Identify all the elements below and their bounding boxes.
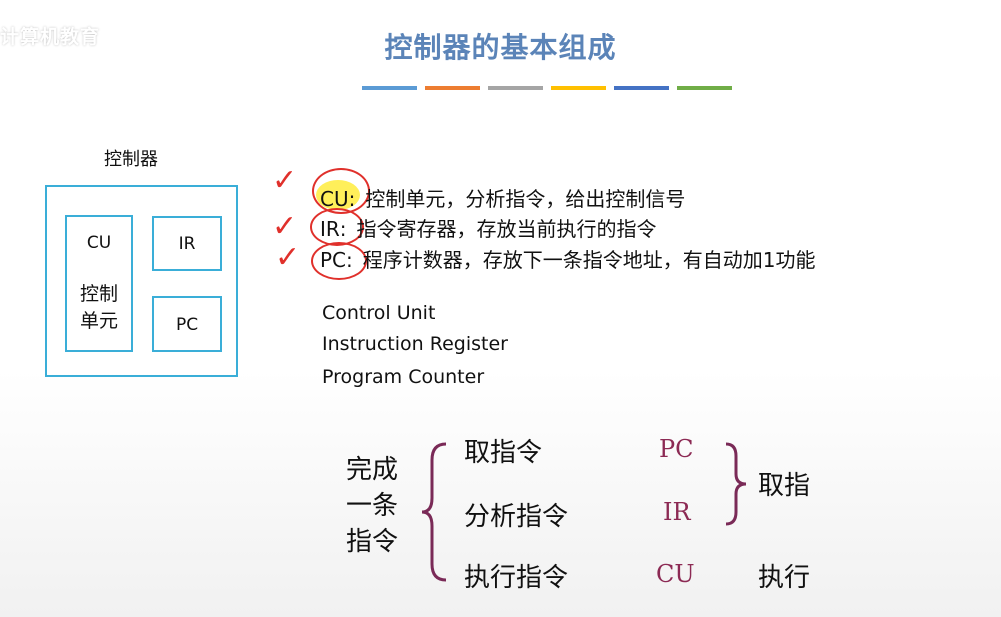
definition-sep: :: [346, 248, 353, 272]
steps-left-line2: 一条: [346, 491, 399, 521]
color-bar: [425, 86, 480, 90]
step-reg-cu: CU: [656, 560, 695, 588]
ir-box: IR: [152, 216, 222, 271]
definition-text: 程序计数器，存放下一条指令地址，有自动加1功能: [362, 248, 816, 272]
definition-text: 指令寄存器，存放当前执行的指令: [356, 217, 657, 241]
controller-box: [45, 185, 238, 377]
definition-abbr: IR: [320, 217, 340, 241]
check-mark-icon: ✓: [275, 240, 301, 275]
watermark: 计算机教育: [0, 26, 101, 48]
annotation-circle: [311, 242, 367, 280]
group-execute: 执行: [758, 563, 811, 593]
english-pc: Program Counter: [322, 366, 485, 388]
definition-ir: IR: 指令寄存器，存放当前执行的指令: [320, 213, 657, 242]
ir-label: IR: [178, 234, 196, 254]
group-fetch: 取指: [758, 471, 811, 501]
pc-label: PC: [175, 315, 199, 335]
definition-abbr: PC: [320, 248, 347, 272]
pc-box: PC: [152, 296, 222, 352]
step-reg-ir: IR: [663, 498, 691, 526]
step-fetch: 取指令: [464, 438, 543, 468]
color-bar: [551, 86, 606, 90]
check-mark-icon: ✓: [272, 209, 298, 244]
english-cu: Control Unit: [322, 302, 436, 324]
definition-text: 控制单元，分析指令，给出控制信号: [365, 187, 686, 211]
step-execute: 执行指令: [464, 563, 569, 593]
step-reg-pc: PC: [659, 435, 694, 463]
steps-left-line3: 指令: [346, 527, 399, 557]
definition-sep: :: [348, 187, 356, 211]
cu-desc-line1: 控制: [79, 283, 118, 305]
cu-box: CU 控制 单元: [65, 215, 133, 352]
definition-sep: :: [339, 217, 347, 241]
cu-label: CU: [86, 233, 112, 253]
color-bar: [614, 86, 669, 90]
steps-left-line1: 完成: [346, 455, 399, 485]
english-ir: Instruction Register: [322, 333, 508, 355]
step-decode: 分析指令: [464, 502, 569, 532]
page-title: 控制器的基本组成: [384, 31, 617, 64]
definition-cu: CU: 控制单元，分析指令，给出控制信号: [320, 183, 685, 212]
definition-pc: PC: 程序计数器，存放下一条指令地址，有自动加1功能: [320, 244, 816, 273]
color-bar: [488, 86, 543, 90]
check-mark-icon: ✓: [272, 163, 298, 198]
color-bar: [362, 86, 417, 90]
cu-desc-line2: 单元: [79, 310, 118, 332]
color-bar: [677, 86, 732, 90]
right-brace: [725, 442, 747, 526]
left-brace: [421, 442, 447, 582]
controller-label: 控制器: [104, 149, 158, 170]
definition-abbr: CU: [320, 187, 349, 211]
